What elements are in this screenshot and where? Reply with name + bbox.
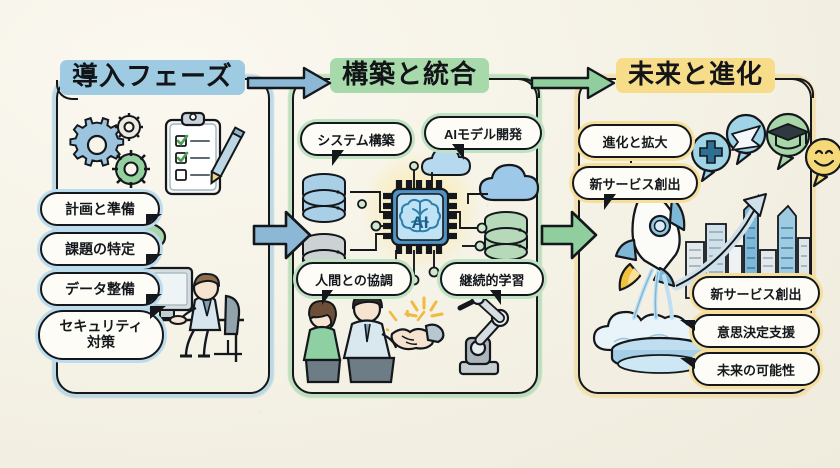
spark-icon	[404, 296, 444, 335]
bubble-human-collaboration: 人間との協調	[296, 262, 412, 296]
bubble-issue-identification: 課題の特定	[40, 232, 160, 266]
header-arrow-1	[246, 66, 332, 100]
rocket-icon	[600, 180, 708, 315]
arrow-phase1-to-phase2	[252, 208, 312, 262]
brain-icon	[399, 198, 441, 233]
phase-2-header: 構築と統合	[330, 58, 490, 94]
bubble-decision-support: 意思決定支援	[692, 314, 820, 348]
gear-icon-small	[112, 110, 146, 149]
chip-label: AI	[412, 213, 429, 232]
gear-icon-green	[108, 146, 154, 197]
bubble-tail	[150, 306, 166, 319]
bubble-connector	[630, 152, 632, 168]
bubble-tail	[490, 290, 501, 305]
bubble-tail	[452, 144, 464, 160]
database-icon	[298, 172, 350, 233]
smiley-face-icon	[802, 136, 840, 193]
bubble-tail	[146, 294, 162, 305]
bubble-ai-model-development: AIモデル開発	[424, 116, 542, 150]
bubble-new-service-top: 新サービス創出	[572, 166, 698, 200]
phase-1-header-label: 導入フェーズ	[60, 60, 245, 96]
phase-1-header: 導入フェーズ	[60, 60, 245, 96]
medical-cross-icon	[688, 130, 734, 187]
arrow-phase2-to-phase3	[540, 208, 598, 262]
bubble-connector	[752, 306, 754, 316]
jet-stream-icon	[624, 268, 678, 329]
person-icon	[300, 299, 348, 389]
bubble-future-possibilities: 未来の可能性	[692, 352, 820, 386]
bubble-system-build: システム構築	[300, 122, 412, 156]
robot-arm-icon	[438, 282, 518, 383]
bubble-evolution-expansion: 進化と拡大	[578, 124, 692, 158]
bubble-tail	[680, 320, 695, 331]
person-icon	[340, 291, 402, 389]
transport-icon	[722, 112, 770, 171]
bubble-planning: 計画と準備	[40, 192, 160, 226]
bubble-tail	[146, 254, 162, 265]
header-arrow-2	[530, 66, 616, 100]
ai-chip-icon: AI	[382, 179, 458, 259]
bubble-tail	[146, 214, 162, 225]
bubble-security-measures: セキュリティ 対策	[38, 310, 164, 360]
growth-arrow-icon	[671, 182, 790, 297]
bubble-tail	[332, 150, 344, 166]
database-icon	[480, 210, 532, 271]
handshake-icon	[378, 306, 448, 359]
bubble-connector	[752, 344, 754, 354]
graduation-cap-icon	[762, 112, 814, 175]
bubble-tail	[604, 194, 616, 210]
pencil-icon	[199, 123, 250, 195]
bubble-new-service-creation: 新サービス創出	[692, 276, 820, 310]
phase-3-header: 未来と進化	[616, 58, 776, 94]
person-at-computer-icon	[140, 250, 268, 373]
bubble-tail	[680, 358, 695, 369]
phase-3-header-leader	[778, 78, 814, 98]
bubble-data-preparation: データ整備	[40, 272, 160, 306]
bubble-tail	[322, 290, 333, 305]
phase-2-header-label: 構築と統合	[330, 58, 490, 94]
phase-1-header-leader	[56, 80, 78, 100]
phase-3-header-label: 未来と進化	[616, 58, 776, 94]
cloud-icon	[478, 162, 550, 209]
